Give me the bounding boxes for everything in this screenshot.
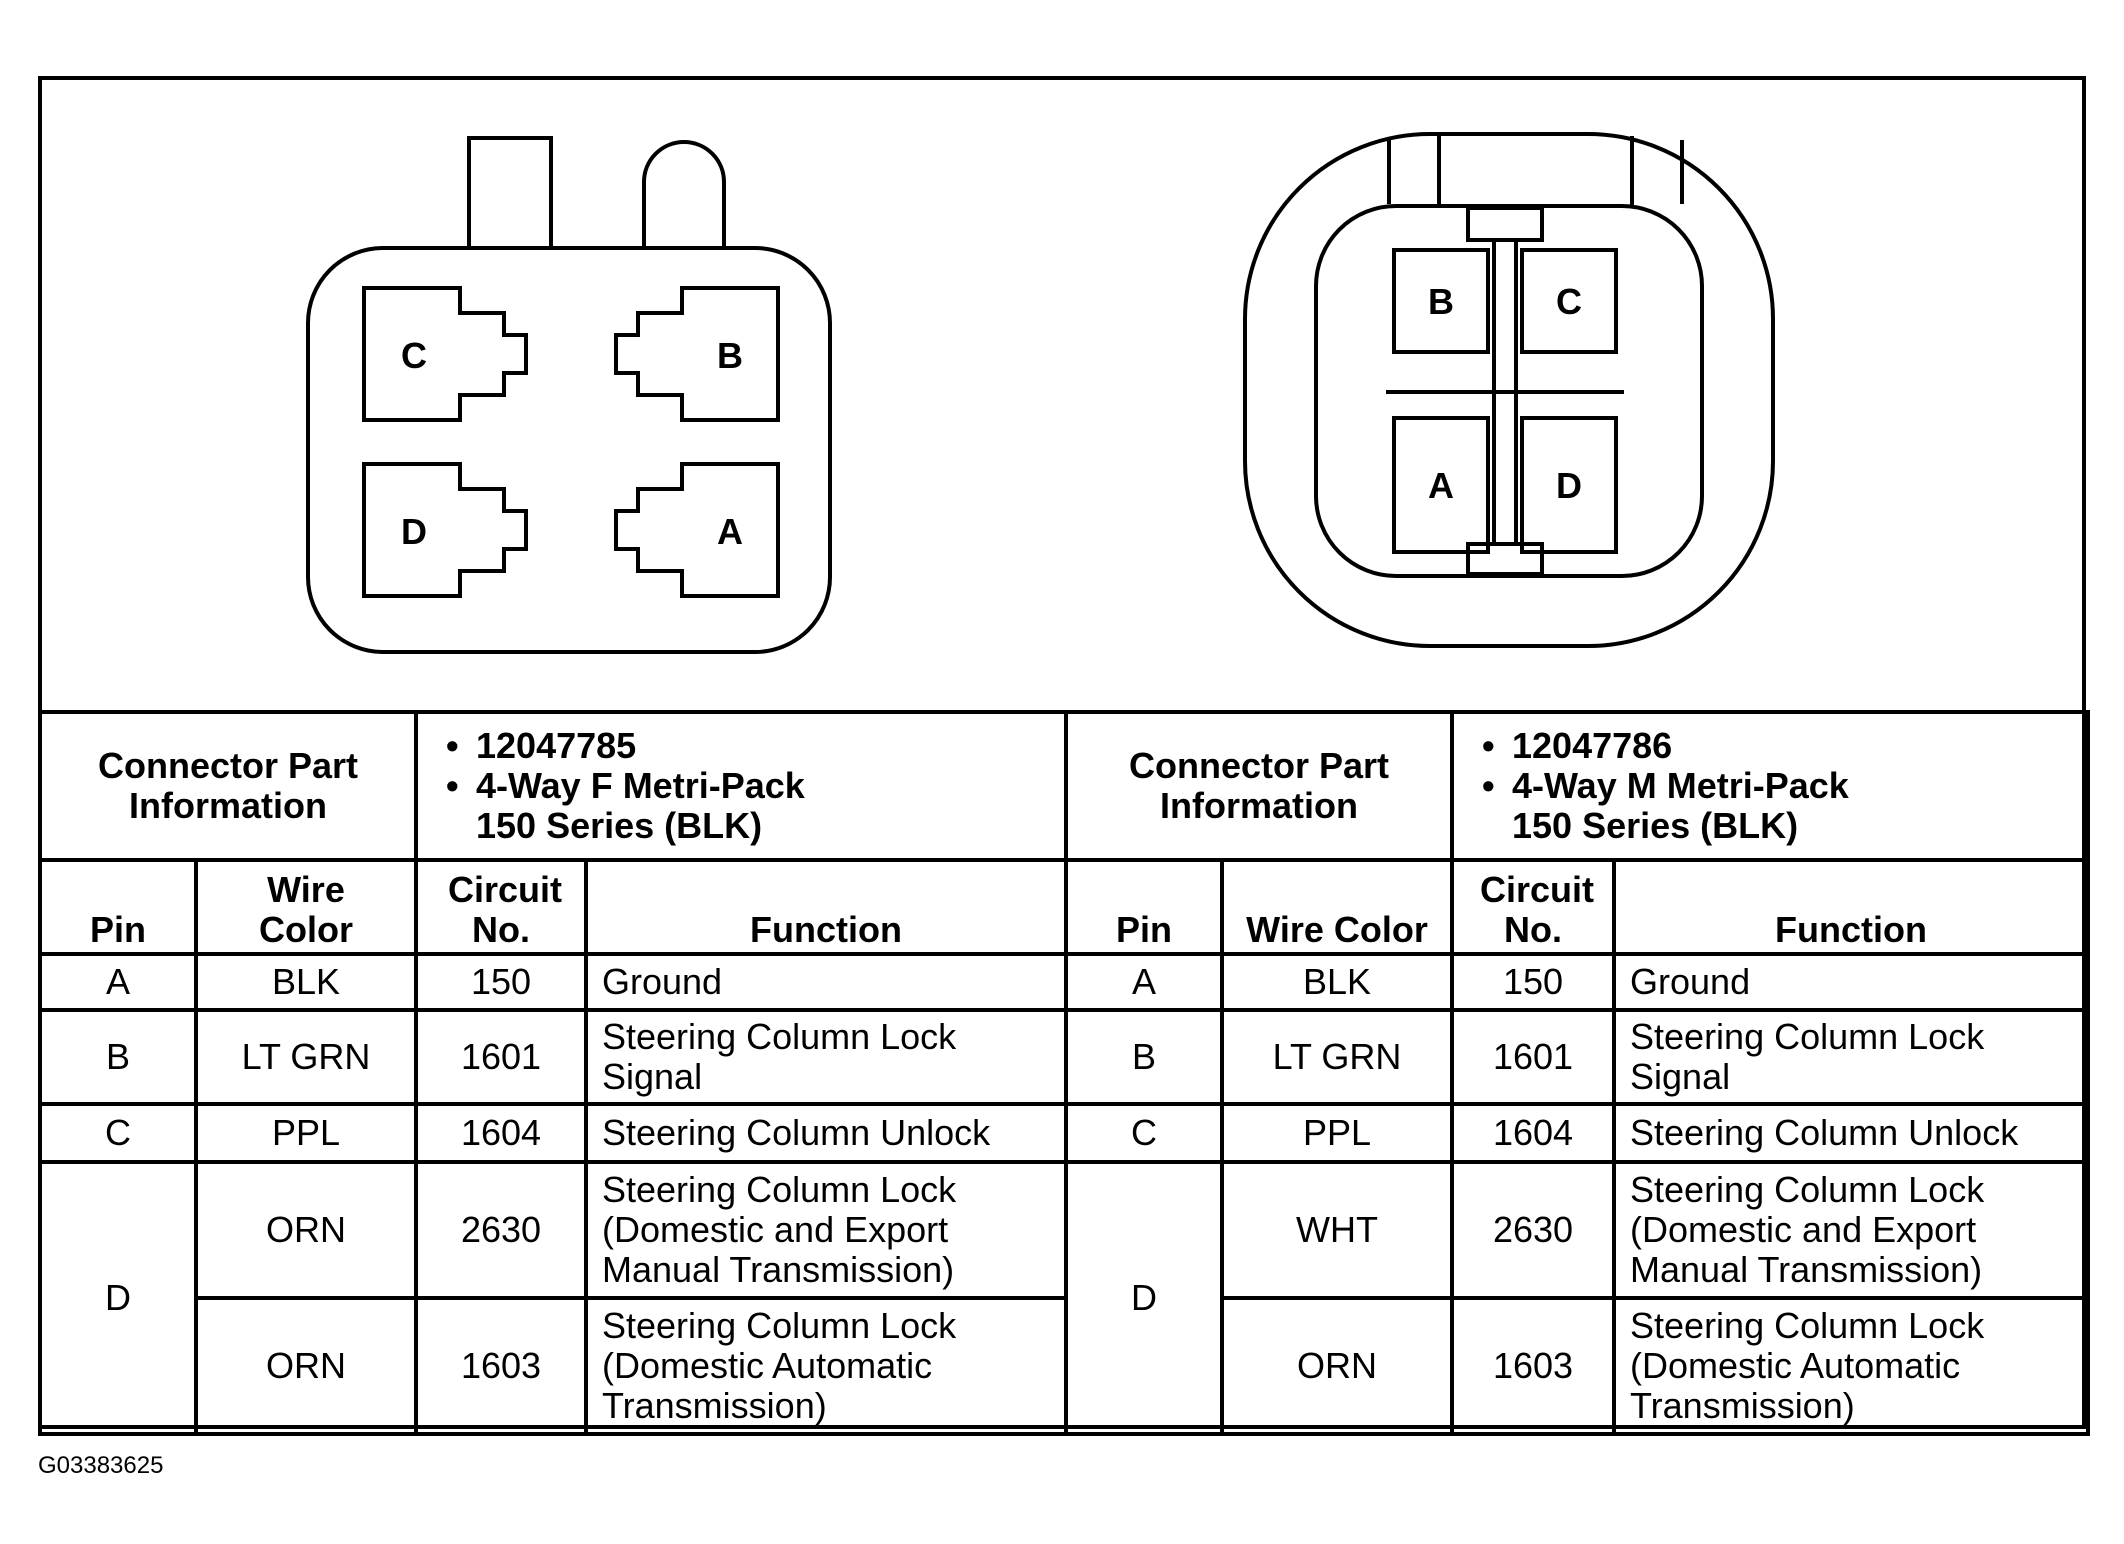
female-cavity-c [362, 286, 528, 422]
wire-color-cell: ORN [194, 1296, 418, 1436]
pin-cell: D [38, 1160, 198, 1436]
function-cell: Steering Column Unlock [1612, 1102, 2091, 1164]
female-cavity-b [614, 286, 780, 422]
function-header: Function [1612, 858, 2091, 956]
male-cavity-a [1392, 416, 1490, 554]
pin-cell: B [1064, 1008, 1225, 1106]
wire-color-cell: BLK [194, 952, 418, 1012]
wire-color-cell: BLK [1220, 952, 1455, 1012]
part-info-label-female: Connector Part Information [38, 710, 418, 862]
pin-header: Pin [1064, 858, 1225, 956]
female-pin-label: B [717, 335, 743, 376]
part-number: •12047786 [1482, 725, 1673, 766]
male-pin-label: A [1428, 465, 1454, 506]
table-row: B LT GRN 1601 Steering Column Lock Signa… [38, 1008, 2091, 1106]
pin-cell: A [1064, 952, 1225, 1012]
wire-color-cell: PPL [194, 1102, 418, 1164]
male-cavity-d [1520, 416, 1618, 554]
pin-cell: C [38, 1102, 198, 1164]
circuit-header: Circuit No. [1450, 858, 1617, 956]
pin-cell: B [38, 1008, 198, 1106]
connector-type: •4-Way F Metri-Pack [446, 765, 805, 806]
function-cell: Ground [1612, 952, 2091, 1012]
connector-diagrams-svg: C B D A B C A D [306, 132, 1775, 654]
wire-color-header: Wire Color [194, 858, 418, 956]
pin-cell: C [1064, 1102, 1225, 1164]
circuit-cell: 2630 [414, 1160, 588, 1300]
wire-color-cell: LT GRN [1220, 1008, 1455, 1106]
function-cell: Steering Column Lock (Domestic and Expor… [583, 1160, 1069, 1300]
wire-color-cell: PPL [1220, 1102, 1455, 1164]
male-cavity-c [1520, 248, 1618, 354]
connector-type: •4-Way M Metri-Pack [1482, 765, 1849, 806]
function-cell: Steering Column Lock (Domestic and Expor… [1612, 1160, 2091, 1300]
connector-series: 150 Series (BLK) [476, 805, 763, 846]
male-pin-label: D [1556, 465, 1582, 506]
circuit-cell: 1604 [1450, 1102, 1617, 1164]
table-row: D ORN 2630 Steering Column Lock (Domesti… [38, 1160, 2091, 1436]
part-info-male: •12047786 •4-Way M Metri-Pack 150 Series… [1450, 710, 2091, 862]
wire-color-header: Wire Color [1220, 858, 1455, 956]
part-info-label-male: Connector Part Information [1064, 710, 1455, 862]
circuit-cell: 1604 [414, 1102, 588, 1164]
wire-color-cell: WHT [1220, 1160, 1455, 1300]
male-cavity-b [1392, 248, 1490, 354]
male-connector-body [1243, 132, 1775, 648]
pin-cell: D [1064, 1160, 1225, 1436]
female-pin-label: D [401, 511, 427, 552]
female-connector-body [306, 136, 832, 654]
function-cell: Steering Column Unlock [583, 1102, 1069, 1164]
column-header-row: Pin Wire Color Circuit No. Function Pin … [38, 858, 2091, 956]
function-cell: Ground [583, 952, 1069, 1012]
male-pin-label: C [1556, 281, 1582, 322]
circuit-cell: 150 [414, 952, 588, 1012]
function-header: Function [583, 858, 1069, 956]
wire-color-cell: LT GRN [194, 1008, 418, 1106]
pin-cell: A [38, 952, 198, 1012]
male-pin-label: B [1428, 281, 1454, 322]
circuit-cell: 2630 [1450, 1160, 1617, 1300]
figure-id: G03383625 [38, 1452, 164, 1479]
female-pin-label: C [401, 335, 427, 376]
part-info-row: Connector Part Information •12047785 •4-… [38, 710, 2091, 862]
pin-header: Pin [38, 858, 198, 956]
function-cell: Steering Column Lock (Domestic Automatic… [583, 1296, 1069, 1436]
circuit-cell: 1601 [1450, 1008, 1617, 1106]
table-row: A BLK 150 Ground A BLK 150 Ground [38, 952, 2091, 1012]
circuit-cell: 150 [1450, 952, 1617, 1012]
part-info-female: •12047785 •4-Way F Metri-Pack 150 Series… [413, 710, 1069, 862]
female-cavity-a [614, 462, 780, 598]
female-cavity-d [362, 462, 528, 598]
circuit-cell: 1601 [414, 1008, 588, 1106]
wire-color-cell: ORN [194, 1160, 418, 1300]
function-cell: Steering Column Lock Signal [583, 1008, 1069, 1106]
connector-chart-frame: C B D A B C A D Connector Part Informati… [38, 76, 2091, 1436]
circuit-cell: 1603 [414, 1296, 588, 1436]
pinout-table: Connector Part Information •12047785 •4-… [38, 710, 2091, 1436]
circuit-header: Circuit No. [414, 858, 588, 956]
function-cell: Steering Column Lock (Domestic Automatic… [1612, 1296, 2091, 1436]
table-row: C PPL 1604 Steering Column Unlock C PPL … [38, 1102, 2091, 1164]
wire-color-cell: ORN [1220, 1296, 1455, 1436]
circuit-cell: 1603 [1450, 1296, 1617, 1436]
female-pin-label: A [717, 511, 743, 552]
connector-series: 150 Series (BLK) [1512, 805, 1799, 846]
part-number: •12047785 [446, 725, 637, 766]
table-row: ORN 1603 Steering Column Lock (Domestic … [40, 1296, 2091, 1436]
connector-diagrams: C B D A B C A D [42, 80, 2082, 710]
function-cell: Steering Column Lock Signal [1612, 1008, 2091, 1106]
